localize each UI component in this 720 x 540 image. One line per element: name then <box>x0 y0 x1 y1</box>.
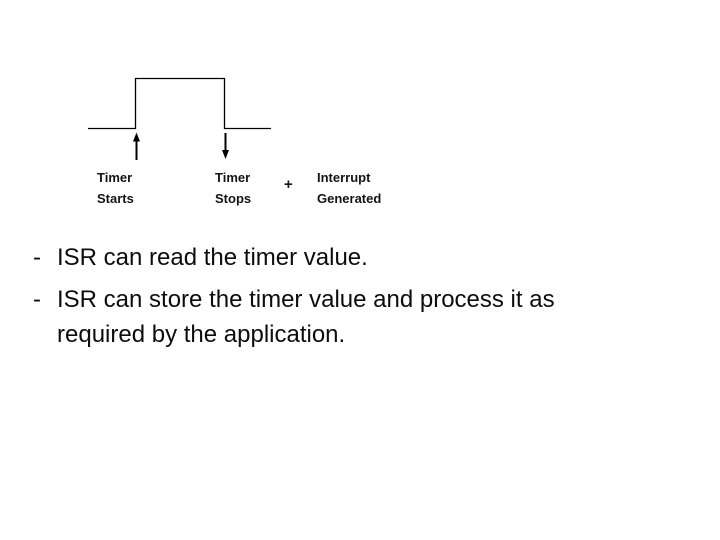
timer-starts-label-line1: Timer <box>97 170 133 185</box>
bullet-marker: - <box>33 244 41 271</box>
bullet-text-line: ISR can store the timer value and proces… <box>57 286 555 313</box>
bullet-marker: - <box>33 286 41 313</box>
list-item: - ISR can store the timer value and proc… <box>33 282 693 352</box>
plus-sign: + <box>284 176 293 193</box>
interrupt-generated-label-line1: Interrupt <box>317 170 371 185</box>
timer-stops-label: Timer Stops <box>215 167 251 209</box>
bullet-text-line: required by the application. <box>57 321 346 348</box>
timer-stops-label-line2: Stops <box>215 191 252 206</box>
timer-stop-down-arrow-icon <box>222 133 229 159</box>
timer-start-up-arrow-icon <box>133 132 140 160</box>
bullet-list: - ISR can read the timer value. - ISR ca… <box>33 240 693 352</box>
timer-starts-label-line2: Starts <box>97 191 134 206</box>
timer-pulse-waveform <box>88 77 271 160</box>
pulse-signal-line <box>88 77 271 130</box>
timer-stops-label-line1: Timer <box>215 170 251 185</box>
timer-starts-label: Timer Starts <box>97 167 134 209</box>
interrupt-generated-label-line2: Generated <box>317 191 382 206</box>
interrupt-generated-label: Interrupt Generated <box>317 167 381 209</box>
bullet-text-line: ISR can read the timer value. <box>57 244 368 271</box>
list-item: - ISR can read the timer value. <box>33 240 693 275</box>
